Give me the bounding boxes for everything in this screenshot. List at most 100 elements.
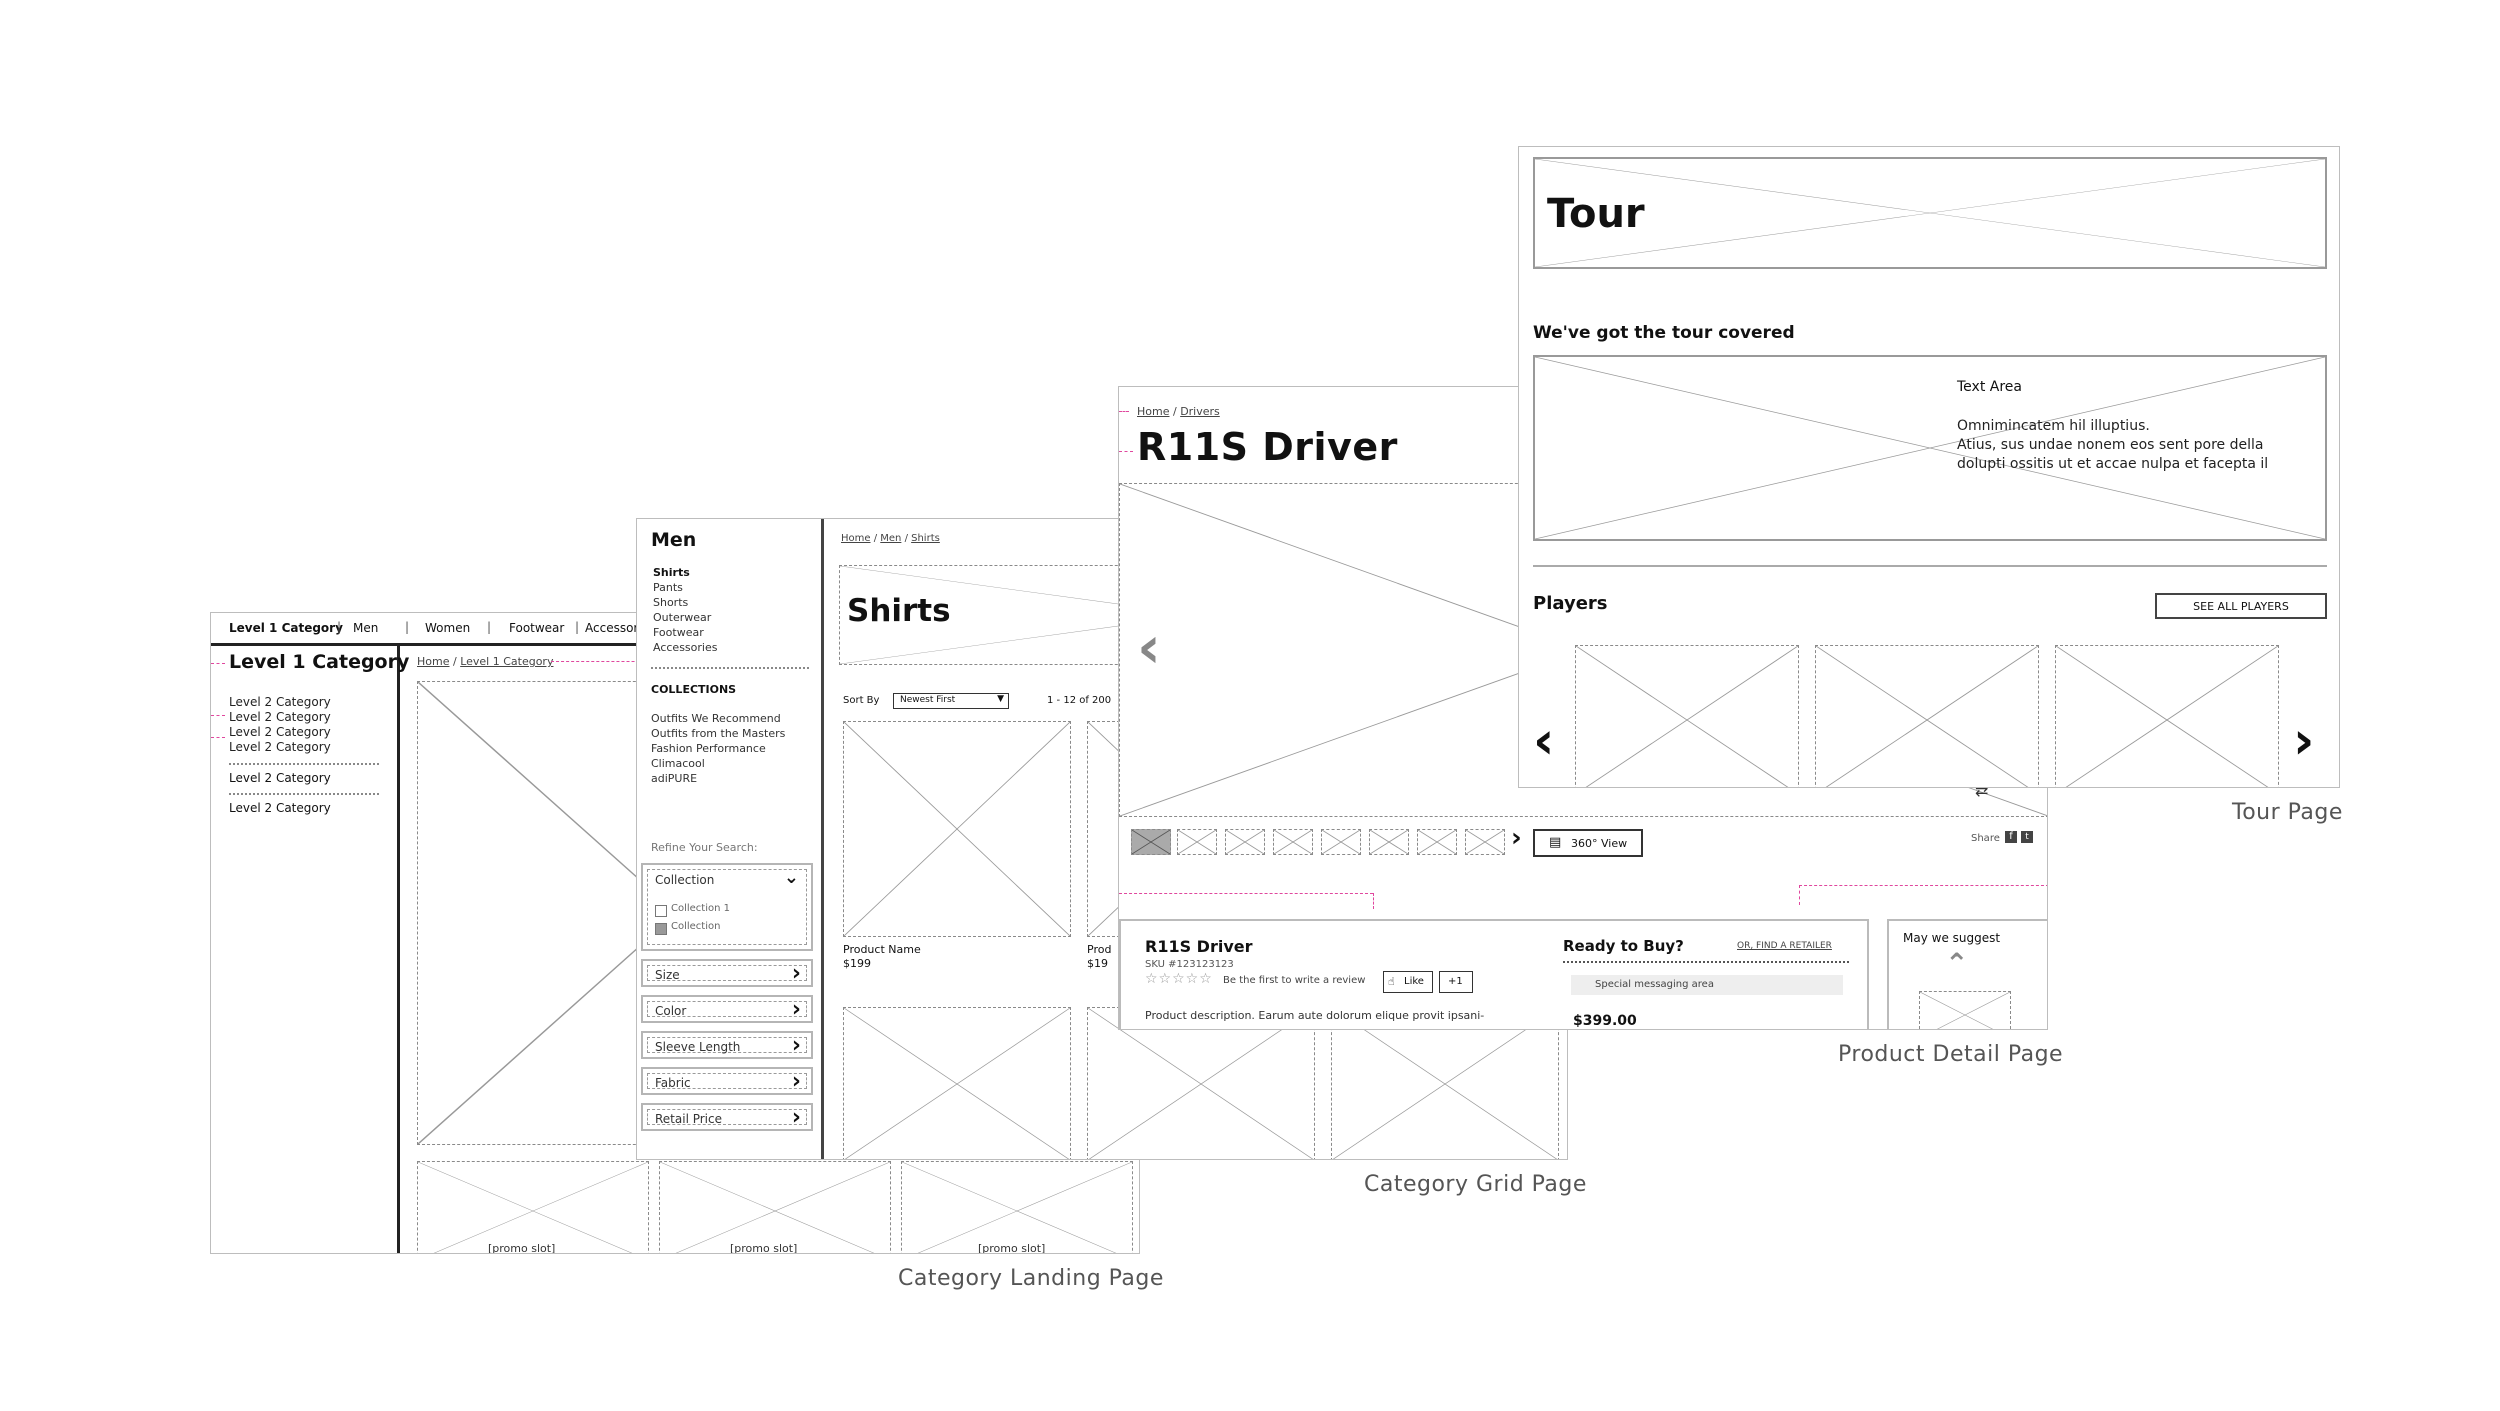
product-image-placeholder[interactable] [843, 1007, 1071, 1159]
collection-link[interactable]: Fashion Performance [651, 742, 766, 755]
sidebar-item-accessories[interactable]: Accessories [653, 641, 718, 654]
players-heading: Players [1533, 593, 1608, 614]
sidebar-item-shirts[interactable]: Shirts [653, 566, 690, 579]
details-panel [1119, 919, 1869, 1029]
nav-separator: | [487, 620, 492, 634]
rotate-icon: ▤ [1549, 835, 1562, 850]
sub-category-link[interactable]: Level 2 Category [229, 725, 331, 739]
text-area-label: Text Area [1957, 379, 2022, 395]
review-prompt[interactable]: Be the first to write a review [1223, 975, 1366, 986]
chevron-right-icon: › [791, 1033, 801, 1058]
caption-category-grid: Category Grid Page [1364, 1172, 1587, 1197]
thumbnail[interactable] [1273, 829, 1313, 855]
nav-item[interactable]: Women [425, 621, 471, 635]
suggest-image-placeholder[interactable] [1919, 991, 2011, 1029]
star-rating[interactable]: ☆☆☆☆☆ [1145, 971, 1213, 987]
filter-label: Sleeve Length [655, 1040, 741, 1054]
breadcrumb-link[interactable]: Home [1137, 405, 1170, 418]
sidebar-item-pants[interactable]: Pants [653, 581, 683, 594]
product-image-placeholder[interactable] [843, 721, 1071, 937]
nav-item[interactable]: Men [353, 621, 379, 635]
thumbnail[interactable] [1321, 829, 1361, 855]
collection-link[interactable]: Outfits We Recommend [651, 712, 781, 725]
nav-item[interactable]: Level 1 Category [229, 621, 343, 635]
360-view-button[interactable]: ▤ 360° View [1533, 829, 1643, 857]
text-line: Omnimincatem hil illuptius. [1957, 418, 2150, 434]
breadcrumb-link[interactable]: Home [417, 655, 450, 668]
thumbnail[interactable] [1131, 829, 1171, 855]
thumbnail[interactable] [1225, 829, 1265, 855]
chevron-right-icon[interactable]: › [1511, 823, 1522, 853]
see-all-players-button[interactable]: SEE ALL PLAYERS [2155, 593, 2327, 619]
thumbnail[interactable] [1177, 829, 1217, 855]
promo-slot[interactable]: [promo slot] [659, 1161, 891, 1253]
sidebar-item-outerwear[interactable]: Outerwear [653, 611, 712, 624]
breadcrumb-link[interactable]: Men [880, 533, 902, 544]
plus-one-label: +1 [1448, 976, 1463, 987]
chevron-left-icon[interactable]: ‹ [1137, 613, 1161, 681]
chevron-right-icon[interactable]: › [2293, 711, 2315, 771]
product-name[interactable]: Prod [1087, 943, 1112, 956]
caption-tour: Tour Page [2232, 800, 2343, 825]
filter-collection[interactable]: Collection ⌄ Collection 1 Collection [641, 863, 813, 951]
text-line: dolupti ossitis ut et accae nulpa et fac… [1957, 456, 2269, 472]
tour-page: Tour We've got the tour covered Text Are… [1518, 146, 2340, 788]
chevron-left-icon[interactable]: ‹ [1533, 711, 1555, 771]
sort-dropdown[interactable]: Newest First ▼ [893, 693, 1009, 709]
filter-fabric[interactable]: Fabric› [641, 1067, 813, 1095]
chevron-right-icon: › [791, 1069, 801, 1094]
sidebar-item-footwear[interactable]: Footwear [653, 626, 704, 639]
find-retailer-link[interactable]: OR, FIND A RETAILER [1737, 941, 1832, 951]
breadcrumb-link[interactable]: Level 1 Category [460, 655, 554, 668]
collection-link[interactable]: Outfits from the Masters [651, 727, 786, 740]
promo-slot[interactable]: [promo slot] [417, 1161, 649, 1253]
like-label: Like [1404, 976, 1424, 987]
360-view-label: 360° View [1571, 837, 1628, 850]
filter-color[interactable]: Color› [641, 995, 813, 1023]
checkbox[interactable] [655, 905, 667, 917]
breadcrumb-link[interactable]: Home [841, 533, 871, 544]
page-title: Level 1 Category [229, 651, 410, 673]
thumbnail[interactable] [1369, 829, 1409, 855]
suggest-panel [1887, 919, 2047, 1029]
thumbnail[interactable] [1465, 829, 1505, 855]
tour-banner [1533, 157, 2327, 269]
collection-link[interactable]: Climacool [651, 757, 705, 770]
filter-size[interactable]: Size› [641, 959, 813, 987]
share-label: Share [1971, 833, 2000, 844]
player-card[interactable] [2055, 645, 2279, 787]
sub-category-link[interactable]: Level 2 Category [229, 710, 331, 724]
filter-retail-price[interactable]: Retail Price› [641, 1103, 813, 1131]
sub-category-link[interactable]: Level 2 Category [229, 801, 331, 815]
product-title: R11S Driver [1145, 937, 1253, 956]
breadcrumb-link[interactable]: Drivers [1180, 405, 1220, 418]
player-card[interactable] [1815, 645, 2039, 787]
filter-sleeve-length[interactable]: Sleeve Length › [641, 1031, 813, 1059]
page-title: R11S Driver [1137, 425, 1398, 469]
refine-label: Refine Your Search: [651, 841, 758, 854]
caption-product-detail: Product Detail Page [1838, 1042, 2064, 1067]
filter-label: Retail Price [655, 1112, 722, 1126]
messaging-text: Special messaging area [1595, 979, 1714, 990]
plus-one-button[interactable]: +1 [1439, 971, 1473, 993]
breadcrumb-link[interactable]: Shirts [911, 533, 940, 544]
product-name[interactable]: Product Name [843, 943, 921, 956]
promo-slot[interactable]: [promo slot] [901, 1161, 1133, 1253]
chevron-up-icon[interactable]: ⌃ [1945, 947, 1969, 980]
checkbox[interactable] [655, 923, 667, 935]
thumbnail[interactable] [1417, 829, 1457, 855]
sidebar-item-shorts[interactable]: Shorts [653, 596, 689, 609]
facebook-icon[interactable]: f [2005, 831, 2017, 843]
nav-item[interactable]: Footwear [509, 621, 565, 635]
collection-link[interactable]: adiPURE [651, 772, 698, 785]
player-card[interactable] [1575, 645, 1799, 787]
twitter-icon[interactable]: t [2021, 831, 2033, 843]
like-button[interactable]: ☝ Like [1383, 971, 1433, 993]
sub-category-link[interactable]: Level 2 Category [229, 695, 331, 709]
collections-heading: COLLECTIONS [651, 683, 737, 696]
suggest-heading: May we suggest [1903, 931, 2001, 945]
sub-category-link[interactable]: Level 2 Category [229, 740, 331, 754]
messaging-area: Special messaging area [1571, 975, 1843, 995]
sub-category-link[interactable]: Level 2 Category [229, 771, 331, 785]
sort-dropdown-value: Newest First [900, 695, 956, 705]
